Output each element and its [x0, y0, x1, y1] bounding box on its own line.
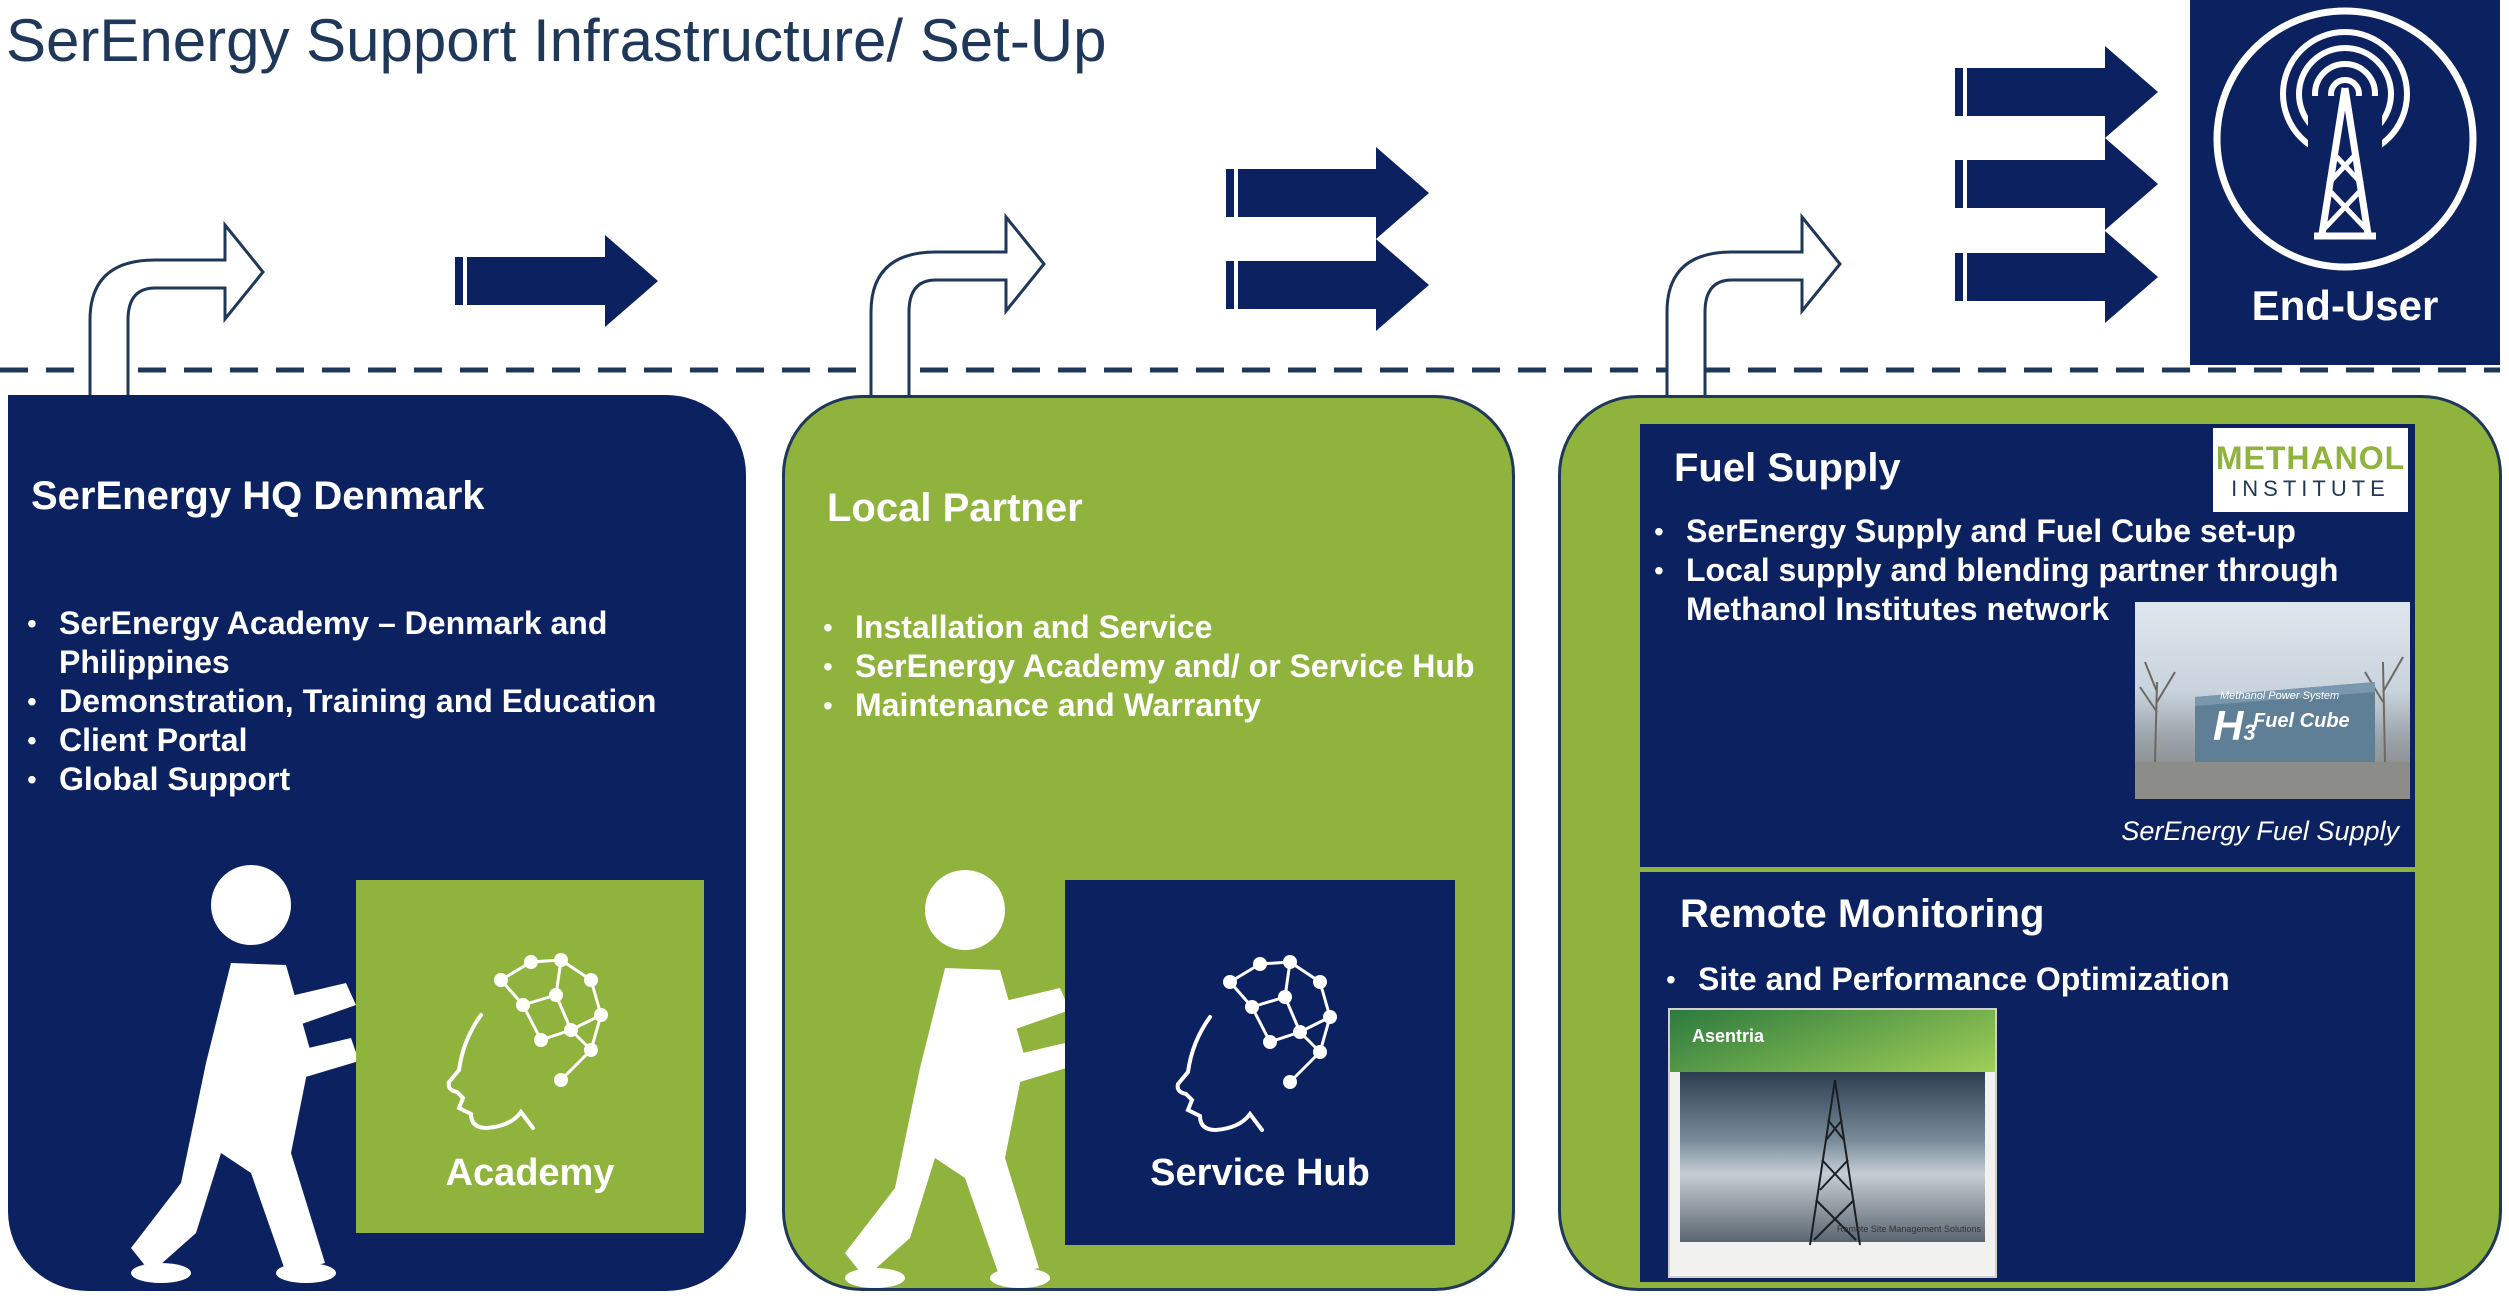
- photo-h-sub: 3: [2243, 720, 2256, 745]
- tree-icon: [2135, 656, 2410, 799]
- right-arrow-icon: [1226, 239, 1429, 331]
- academy-box: Academy: [356, 880, 704, 1233]
- list-item: Installation and Service: [819, 608, 1499, 647]
- photo-h: H: [2213, 702, 2244, 749]
- service-hub-label: Service Hub: [1150, 1152, 1370, 1194]
- page-title: SerEnergy Support Infrastructure/ Set-Up: [6, 7, 1107, 74]
- list-item: SerEnergy Academy – Denmark and Philippi…: [23, 604, 703, 682]
- end-user-box: End-User: [2190, 0, 2500, 365]
- list-item: SerEnergy Supply and Fuel Cube set-up: [1650, 512, 2410, 551]
- curved-arrow-icon: [1665, 212, 1842, 399]
- partner-bullets: Installation and Service SerEnergy Acade…: [819, 608, 1499, 725]
- methanol-institute-logo: METHANOL INSTITUTE: [2213, 428, 2408, 512]
- dashed-separator: [0, 367, 2500, 373]
- remote-title: Remote Monitoring: [1680, 892, 2045, 936]
- end-user-label: End-User: [2251, 282, 2439, 329]
- radio-tower-icon: [2213, 7, 2477, 271]
- photo-h-text: H3: [2213, 702, 2256, 750]
- right-arrow-icon: [1955, 46, 2158, 138]
- fuel-bullets: SerEnergy Supply and Fuel Cube set-up Lo…: [1650, 512, 2410, 629]
- photo-cube-text: Fuel Cube: [2253, 710, 2350, 732]
- list-item: Site and Performance Optimization: [1662, 960, 2402, 999]
- institute-logo-text: INSTITUTE: [2231, 476, 2390, 501]
- hq-panel: SerEnergy HQ Denmark SerEnergy Academy –…: [8, 395, 746, 1291]
- hq-title: SerEnergy HQ Denmark: [31, 474, 485, 518]
- partner-panel: Local Partner Installation and Service S…: [782, 395, 1515, 1291]
- person-pushing-icon: [131, 865, 359, 1283]
- methanol-logo-text: METHANOL: [2215, 440, 2406, 476]
- partner-title: Local Partner: [827, 486, 1083, 530]
- asentria-brochure-image: Asentria Remote Site Management Solution…: [1668, 1008, 1997, 1278]
- list-item: Global Support: [23, 760, 703, 799]
- list-item: SerEnergy Academy and/ or Service Hub: [819, 647, 1499, 686]
- hq-bullets: SerEnergy Academy – Denmark and Philippi…: [23, 604, 703, 799]
- list-item: Demonstration, Training and Education: [23, 682, 703, 721]
- fuel-cube-photo: Methanol Power System H3 Fuel Cube: [2135, 602, 2410, 799]
- right-arrow-icon: [1955, 138, 2158, 230]
- curved-arrow-icon: [869, 212, 1046, 399]
- asentria-top-band: [1670, 1010, 1995, 1072]
- service-hub-box: Service Hub: [1065, 880, 1455, 1245]
- photo-system-text: Methanol Power System: [2220, 690, 2340, 702]
- list-item: Client Portal: [23, 721, 703, 760]
- remote-bullets: Site and Performance Optimization: [1662, 960, 2402, 999]
- right-arrow-icon: [455, 235, 658, 327]
- right-arrow-icon: [1226, 147, 1429, 239]
- remote-monitoring-box: Remote Monitoring Site and Performance O…: [1640, 872, 2415, 1282]
- fuel-title: Fuel Supply: [1674, 446, 1901, 490]
- person-pushing-icon: [845, 870, 1073, 1288]
- fuel-caption: SerEnergy Fuel Supply: [2121, 816, 2399, 846]
- brain-network-icon: [1175, 955, 1337, 1133]
- fuel-supply-box: Fuel Supply METHANOL INSTITUTE SerEnergy…: [1640, 424, 2415, 867]
- academy-label: Academy: [445, 1152, 615, 1194]
- asentria-brand: Asentria: [1692, 1026, 1765, 1046]
- list-item: Maintenance and Warranty: [819, 686, 1499, 725]
- right-arrow-icon: [1955, 231, 2158, 323]
- brain-network-icon: [446, 953, 608, 1131]
- asentria-tagline: Remote Site Management Solutions: [1836, 1224, 1981, 1234]
- radio-tower-icon: [1809, 1079, 1861, 1246]
- list-item: Local supply and blending partner throug…: [1650, 551, 2410, 629]
- curved-arrow-icon: [88, 220, 265, 407]
